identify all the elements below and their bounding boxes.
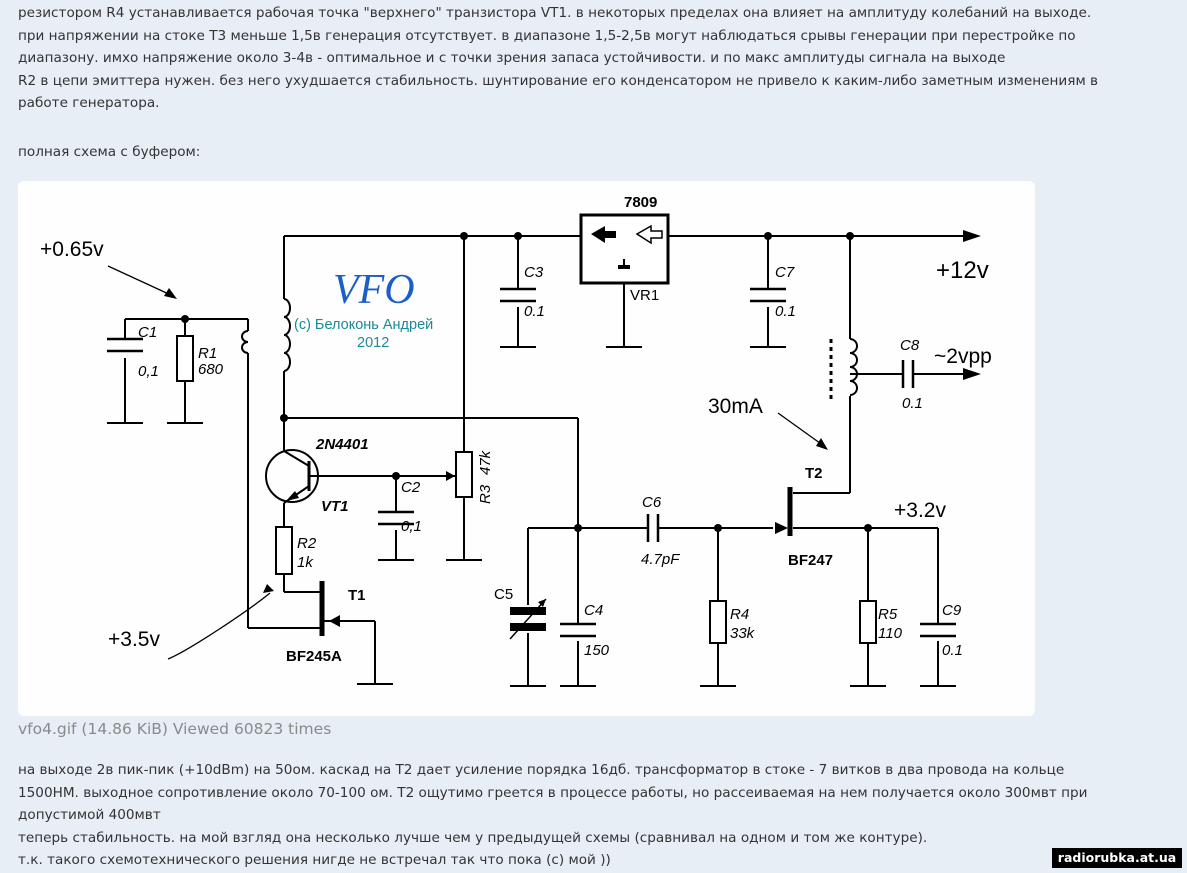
- text-line: работе генератора.: [18, 95, 160, 111]
- label-c1-value: 0,1: [138, 363, 159, 380]
- label-c3-value: 0.1: [524, 303, 545, 320]
- output-transformer: [829, 338, 858, 401]
- schematic-title: VFO: [333, 267, 415, 313]
- text-line: т.к. такого схемотехнического решения ни…: [18, 852, 611, 868]
- label-r2: R2: [297, 535, 317, 552]
- label-7809: 7809: [624, 194, 657, 211]
- label-c9: C9: [942, 602, 962, 619]
- label-r4: R4: [730, 606, 749, 623]
- c5-variable-capacitor: [509, 598, 547, 640]
- r3-wiper-icon: [446, 471, 455, 481]
- vt1-transistor: [265, 449, 319, 504]
- regulator-arrow-outline-icon: [635, 224, 663, 245]
- text-line: допустимой 400мвт: [18, 807, 161, 823]
- label-c6: C6: [642, 494, 662, 511]
- label-c4-value: 150: [584, 642, 610, 659]
- label-r2-value: 1k: [297, 554, 314, 571]
- label-v12: +12v: [936, 257, 989, 284]
- annotation-arrows: [107, 265, 825, 660]
- label-r3-value: 47k: [477, 449, 494, 475]
- label-c5: C5: [494, 586, 513, 603]
- label-r1: R1: [198, 345, 217, 362]
- vr1-regulator: [579, 213, 670, 285]
- label-vpp: ~2vpp: [934, 345, 992, 368]
- label-r3: R3: [477, 484, 494, 504]
- output-arrow-icon: [963, 368, 981, 380]
- schematic-year: 2012: [357, 335, 389, 351]
- label-2n4401: 2N4401: [315, 436, 369, 453]
- label-c2-value: 0,1: [401, 518, 422, 535]
- resistors: [176, 335, 877, 644]
- capacitor-plates: [107, 287, 956, 638]
- label-vr1: VR1: [630, 287, 659, 304]
- label-c4: C4: [584, 602, 603, 619]
- regulator-arrow-icon: [591, 226, 616, 243]
- text-line: диапазону. имхо напряжение около 3-4в - …: [18, 50, 1006, 66]
- junction-dots: [181, 232, 872, 532]
- oscillator-coil: [241, 298, 291, 372]
- label-r1-value: 680: [198, 361, 224, 378]
- attachment-caption: vfo4.gif (14.86 KiB) Viewed 60823 times: [18, 720, 332, 738]
- label-c6-value: 4.7pF: [641, 551, 680, 568]
- schematic-wires: [107, 235, 963, 687]
- post-paragraph-3: на выходе 2в пик-пик (+10dBm) на 50ом. к…: [18, 759, 1168, 872]
- schematic-labels: +0.65v +12v +3.5v +3.2v ~2vpp 30mA 7809 …: [40, 194, 992, 665]
- label-30ma: 30mA: [708, 395, 763, 418]
- label-c1: C1: [138, 324, 157, 341]
- text-line: резистором R4 устанавливается рабочая то…: [18, 5, 1092, 21]
- t2-jfet: [775, 487, 793, 536]
- text-line: на выходе 2в пик-пик (+10dBm) на 50ом. к…: [18, 762, 1065, 778]
- label-c3: C3: [524, 264, 544, 281]
- label-v35: +3.5v: [108, 628, 160, 651]
- label-t1: T1: [348, 587, 366, 604]
- label-r5-value: 110: [878, 625, 903, 642]
- label-bf247: BF247: [788, 552, 833, 569]
- label-c8-value: 0.1: [902, 395, 923, 412]
- label-v065: +0.65v: [40, 238, 104, 261]
- vfo-schematic: +0.65v +12v +3.5v +3.2v ~2vpp 30mA 7809 …: [40, 194, 992, 687]
- label-t2: T2: [805, 465, 823, 482]
- text-line: при напряжении на стоке Т3 меньше 1,5в г…: [18, 27, 1076, 44]
- text-line: теперь стабильность. на мой взгляд она н…: [18, 829, 928, 846]
- label-bf245a: BF245A: [286, 648, 342, 665]
- label-vt1: VT1: [321, 498, 349, 515]
- label-r5: R5: [878, 606, 898, 623]
- label-c2: C2: [401, 479, 421, 496]
- post-paragraph-2: полная схема с буфером:: [18, 144, 201, 160]
- t1-jfet: [319, 581, 358, 636]
- supply-arrow-icon: [963, 230, 981, 242]
- label-r4-value: 33k: [730, 625, 756, 642]
- site-watermark: radiorubka.at.ua: [1052, 848, 1182, 868]
- attached-image[interactable]: +0.65v +12v +3.5v +3.2v ~2vpp 30mA 7809 …: [18, 181, 1035, 716]
- text-line: R2 в цепи эмиттера нужен. без него ухудш…: [18, 72, 1099, 89]
- label-v32: +3.2v: [894, 499, 946, 522]
- label-c9-value: 0.1: [942, 642, 963, 659]
- label-c8: C8: [900, 337, 920, 354]
- text-line: 1500НМ. выходное сопротивление около 70-…: [18, 784, 1088, 801]
- schematic-credit: (с) Белоконь Андрей: [294, 317, 433, 333]
- label-c7: C7: [775, 264, 795, 281]
- label-c7-value: 0.1: [775, 303, 796, 320]
- post-paragraph-1: резистором R4 устанавливается рабочая то…: [18, 2, 1168, 115]
